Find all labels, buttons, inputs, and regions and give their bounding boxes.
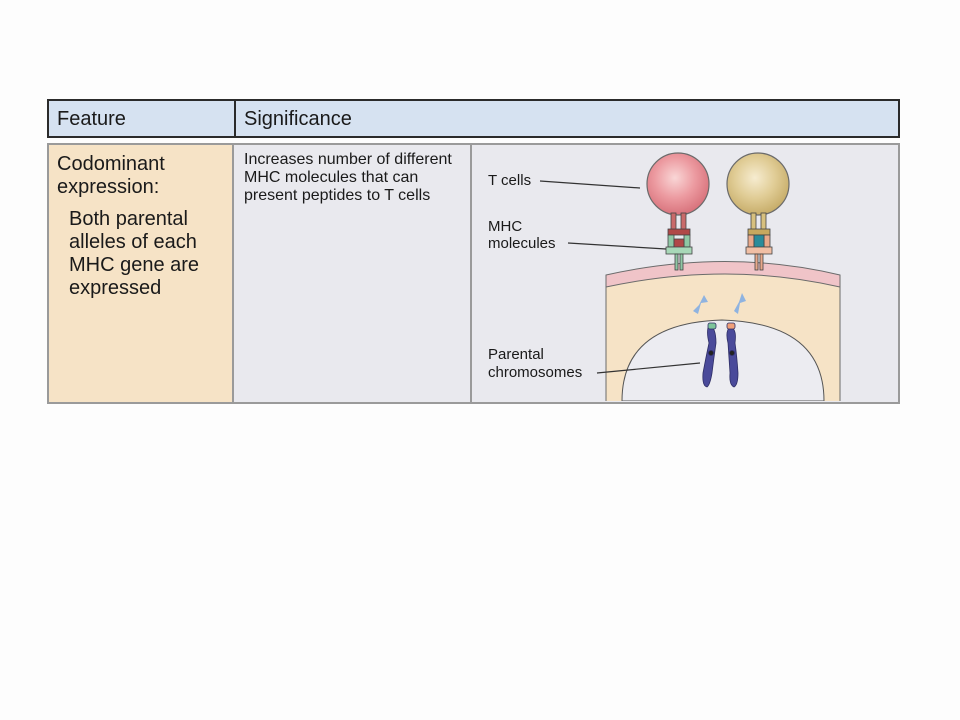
expression-arrows — [693, 293, 746, 314]
header-feature: Feature — [57, 108, 126, 130]
header-divider — [234, 101, 236, 136]
header-significance: Significance — [244, 108, 352, 130]
significance-cell: Increases number of different MHC molecu… — [234, 145, 472, 402]
feature-description: Both parental alleles of each MHC gene a… — [69, 208, 200, 299]
feature-title: Codominant expression: — [57, 153, 165, 198]
t-cell-tan — [726, 152, 790, 216]
label-parental-1: Parental — [488, 346, 544, 363]
table-header-row: Feature Significance — [47, 99, 900, 138]
label-t-cells: T cells — [488, 172, 531, 189]
mhc-molecule-left — [665, 212, 693, 271]
mhc-diagram: T cells MHC molecules Parental chromosom… — [488, 152, 841, 401]
mhc-molecule-right — [745, 212, 773, 271]
significance-text: Increases number of different MHC molecu… — [244, 151, 452, 204]
label-parental-2: chromosomes — [488, 364, 582, 381]
parental-chromosomes — [702, 322, 739, 388]
feature-cell: Codominant expression: Both parental all… — [49, 145, 234, 402]
label-mhc-1: MHC — [488, 218, 522, 235]
nucleus — [621, 319, 825, 401]
label-mhc-2: molecules — [488, 235, 556, 252]
t-cell-pink — [646, 152, 710, 216]
